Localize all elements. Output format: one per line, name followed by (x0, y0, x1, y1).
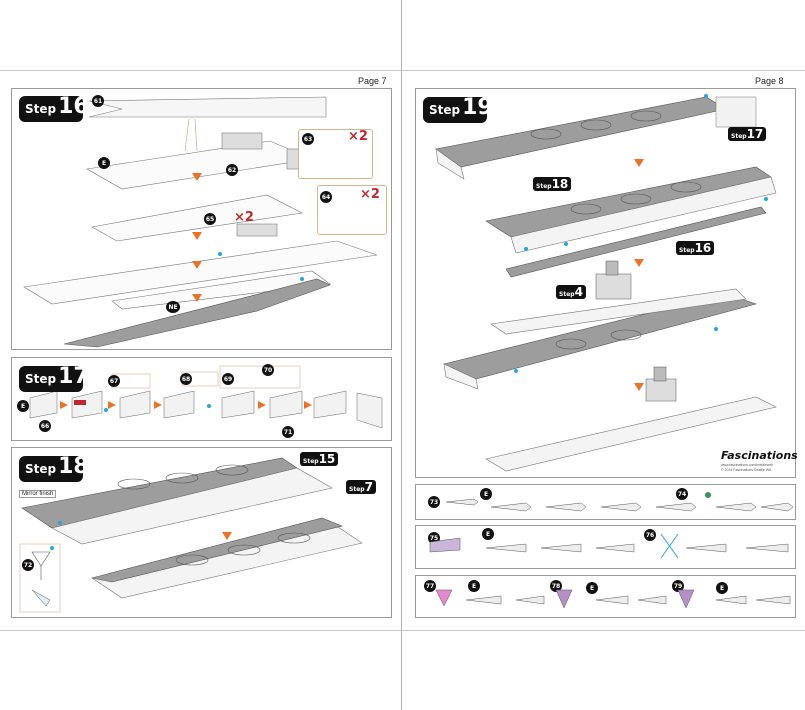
part-77-label: 77 (424, 580, 436, 592)
aircraft-row-1-illustration (445, 492, 794, 512)
step-17-panel: Step 17 E 66 67 68 69 70 71 (11, 357, 392, 441)
ref-step-18-number: 18 (551, 177, 569, 191)
marker-e-row2: E (482, 528, 494, 540)
marker-e-step16: E (98, 157, 110, 169)
step-19-word: Step (429, 103, 461, 117)
ref-step-17-word: Step (731, 133, 747, 140)
marker-e-row3c: E (716, 582, 728, 594)
arrow-down-3 (192, 261, 202, 269)
part-72-label: 72 (22, 559, 34, 571)
aircraft-row-2: 75 E 76 (415, 525, 796, 569)
ref-step-17-tag: Step 17 (728, 127, 767, 141)
arrow-right-s17-3 (154, 401, 162, 409)
arrow-right-s17-2 (108, 401, 116, 409)
arrow-down-s19-1 (634, 159, 644, 167)
part-65-multiplier: ×2 (234, 210, 254, 225)
step-17-word: Step (25, 372, 57, 386)
ref-step-7-tag: Step 7 (346, 480, 376, 494)
marker-e-row3a: E (468, 580, 480, 592)
part-63-multiplier: ×2 (348, 129, 368, 144)
marker-e-row3b: E (586, 582, 598, 594)
part-61-label: 61 (92, 95, 104, 107)
step-17-illustration (29, 365, 383, 429)
page-number-left: Page 7 (358, 76, 387, 86)
aircraft-row-3-illustration (435, 589, 791, 609)
part-67-label: 67 (108, 375, 120, 387)
arrow-down-2 (192, 232, 202, 240)
step-16-word: Step (25, 102, 57, 116)
step-19-panel: Step 19 Step 17 Step 18 Step 16 Step 4 F… (415, 88, 798, 478)
ref-step-7-word: Step (349, 486, 365, 493)
brand-url: www.fascinations.com/metalearth (721, 463, 773, 467)
ref-step-15-number: 15 (318, 452, 336, 466)
step-19-badge: Step 19 (423, 97, 493, 123)
part-69-label: 69 (222, 373, 234, 385)
part-70-label: 70 (262, 364, 274, 376)
arrow-down-s19-3 (634, 383, 644, 391)
part-68-label: 68 (180, 373, 192, 385)
arrow-down-s18 (222, 532, 232, 540)
ref-step-16-tag: Step 16 (676, 241, 715, 255)
step-19-number: 19 (462, 95, 493, 120)
step-16-badge: Step 16 (19, 96, 89, 122)
part-65-label: 65 (204, 213, 216, 225)
step-18-badge: Step 18 (19, 456, 89, 482)
ref-step-4-tag: Step 4 (556, 285, 586, 299)
part-64-multiplier: ×2 (360, 187, 380, 202)
marker-e-step17: E (17, 400, 29, 412)
brand-logo: Fascinations (721, 449, 798, 462)
step-17-badge: Step 17 (19, 366, 89, 392)
marker-e-row1: E (480, 488, 492, 500)
step-16-number: 16 (58, 94, 89, 119)
ref-step-18-tag: Step 18 (533, 177, 572, 191)
ref-step-15-tag: Step 15 (300, 452, 339, 466)
step-18-number: 18 (58, 454, 89, 479)
aircraft-row-1: 73 E 74 (415, 484, 796, 520)
part-76-label: 76 (644, 529, 656, 541)
ref-step-15-word: Step (303, 458, 319, 465)
marker-ne-step16: NE (166, 301, 180, 313)
page-gutter (401, 0, 402, 710)
arrow-right-s17-4 (258, 401, 266, 409)
aircraft-row-2-illustration (429, 533, 789, 559)
step-18-illustration (19, 457, 363, 613)
page-top-rule (0, 70, 805, 71)
aircraft-row-3: 77 E 78 E 79 E (415, 575, 796, 618)
ref-step-4-word: Step (559, 291, 575, 298)
step-17-number: 17 (58, 364, 89, 389)
ref-step-16-word: Step (679, 247, 695, 254)
arrow-down-s19-2 (634, 259, 644, 267)
step-16-panel: Step 16 61 E 62 63 ×2 64 ×2 65 ×2 NE (11, 88, 392, 350)
ref-step-4-number: 4 (574, 285, 583, 299)
part-74-label: 74 (676, 488, 688, 500)
part-71-label: 71 (282, 426, 294, 438)
step-18-panel: Step 18 Step 15 Step 7 Mirror finish 72 (11, 447, 392, 618)
part-79-label: 79 (672, 580, 684, 592)
part-64-label: 64 (320, 191, 332, 203)
part-62-label: 62 (226, 164, 238, 176)
mirror-finish-label: Mirror finish (19, 490, 57, 498)
ref-step-18-word: Step (536, 183, 552, 190)
page-bottom-rule (0, 630, 805, 631)
arrow-right-s17-1 (60, 401, 68, 409)
step-16-illustration (23, 96, 378, 348)
page-number-right: Page 8 (755, 76, 784, 86)
arrow-down-4 (192, 294, 202, 302)
part-66-label: 66 (39, 420, 51, 432)
ref-step-7-number: 7 (364, 480, 373, 494)
part-73-label: 73 (428, 496, 440, 508)
step-18-word: Step (25, 462, 57, 476)
brand-copyright: © 2014 Fascinations Seattle WA (721, 468, 772, 472)
arrow-down-1 (192, 173, 202, 181)
ref-step-16-number: 16 (694, 241, 712, 255)
ref-step-17-number: 17 (746, 127, 764, 141)
step-19-illustration (435, 94, 777, 472)
arrow-right-s17-5 (304, 401, 312, 409)
part-78-label: 78 (550, 580, 562, 592)
part-63-label: 63 (302, 133, 314, 145)
